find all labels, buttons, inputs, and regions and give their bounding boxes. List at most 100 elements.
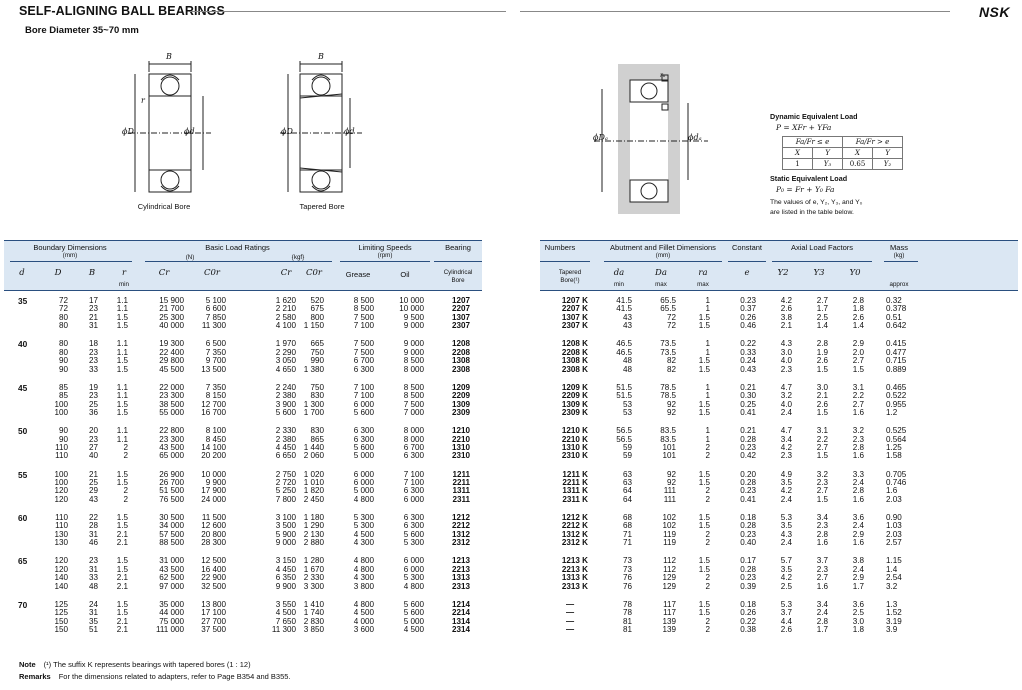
cell-D: 120 — [54, 494, 68, 504]
cell-r: 1.1 — [116, 296, 128, 305]
cell-Y3: 3.1 — [816, 426, 828, 436]
cell-grease-speed: 5 600 — [353, 443, 374, 452]
cell-B: 25 — [88, 399, 98, 409]
cell-tapered-number: 1307 K — [561, 312, 588, 322]
cell-C0r-kgf: 1 180 — [303, 513, 324, 522]
cell-da: 43 — [622, 321, 632, 331]
cell-da: 59 — [622, 443, 632, 452]
cell-ra: 1.5 — [698, 521, 710, 531]
cell-ra: 1 — [705, 296, 710, 305]
cell-grease-speed: 6 300 — [353, 364, 374, 374]
cell-tapered-number: 2213 K — [561, 564, 588, 574]
cell-Y3: 1.6 — [816, 581, 828, 591]
footnote: Note(¹) The suffix K represents bearings… — [19, 660, 251, 669]
cell-da: 81 — [622, 616, 632, 626]
cell-C0r-kgf: 2 830 — [303, 616, 324, 626]
cell-Y0: 2.9 — [852, 529, 864, 539]
cell-C0r-kgf: 750 — [310, 382, 324, 392]
cell-oil-speed: 6 300 — [403, 486, 424, 496]
cell-Y0: 1.8 — [852, 625, 864, 634]
group-rule — [728, 261, 766, 262]
cell-da: 53 — [622, 399, 632, 409]
cell-mass: 0.705 — [886, 469, 907, 479]
cell-da: 64 — [622, 494, 632, 504]
cell-B: 28 — [88, 521, 98, 531]
col-e: e — [744, 268, 750, 278]
cell-C0r: 5 100 — [205, 296, 226, 305]
cell-r: 1.5 — [116, 399, 128, 409]
cell-Da: 92 — [666, 408, 676, 417]
cell-e: 0.37 — [740, 304, 756, 314]
cell-da: 78 — [622, 599, 632, 609]
cell-tapered-number: 2309 K — [561, 408, 588, 417]
cell-D: 110 — [55, 443, 68, 452]
cell-D: 125 — [54, 608, 68, 618]
cell-Cr: 76 500 — [159, 494, 184, 504]
cell-Cr-kgf: 5 600 — [275, 408, 296, 417]
cell-C0r-kgf: 2 880 — [303, 538, 324, 548]
cell-r: 1.5 — [116, 478, 128, 487]
cell-grease-speed: 6 700 — [353, 356, 374, 366]
cell-Y2: 2.4 — [780, 408, 792, 417]
cell-Cr-kgf: 1 620 — [275, 296, 296, 305]
cell-r: 2.1 — [116, 538, 128, 548]
cell-Y2: 4.7 — [780, 426, 792, 436]
cell-grease-speed: 5 000 — [353, 451, 374, 461]
note-text: (¹) The suffix K represents bearings wit… — [43, 660, 251, 669]
cell-Cr-kgf: 2 750 — [275, 469, 296, 479]
cell-tapered-number: — — [565, 608, 575, 618]
x-header: X — [782, 147, 813, 159]
cell-da: 56.5 — [616, 434, 632, 444]
cell-Y3: 2.7 — [816, 443, 828, 452]
cell-oil-speed: 10 000 — [399, 296, 424, 305]
cell-Y0: 2.4 — [852, 564, 864, 574]
cell-oil-speed: 5 600 — [403, 599, 424, 609]
cell-Cr: 30 500 — [159, 513, 184, 522]
cell-e: 0.20 — [740, 469, 756, 479]
cell-C0r: 7 350 — [205, 382, 226, 392]
cell-tapered-number: 1308 K — [561, 356, 588, 366]
cell-bearing-number: 2209 — [451, 391, 470, 401]
constant-header: Constant — [731, 243, 763, 252]
cell-B: 23 — [88, 434, 98, 444]
mass-header: Mass — [890, 243, 908, 252]
cell-bearing-number: 1213 — [451, 556, 470, 566]
cell-ra: 1.5 — [698, 399, 710, 409]
cell-C0r: 13 800 — [201, 599, 226, 609]
group-rule — [145, 261, 332, 262]
cell-mass: 0.32 — [886, 296, 902, 305]
cell-Cr: 44 000 — [159, 608, 184, 618]
cell-grease-speed: 7 500 — [353, 339, 374, 349]
cell-B: 21 — [88, 469, 98, 479]
cell-bearing-number: 2312 — [451, 538, 470, 548]
cell-bearing-number: 1313 — [451, 573, 470, 583]
cell-grease-speed: 6 300 — [353, 426, 374, 436]
cell-r: 1.1 — [116, 304, 128, 314]
cell-D: 80 — [58, 321, 68, 331]
cell-mass: 0.378 — [886, 304, 907, 314]
cell-oil-speed: 6 000 — [403, 556, 424, 566]
cell-ra: 2 — [705, 573, 710, 583]
cell-r: 2 — [123, 451, 128, 461]
cell-da: 46.5 — [616, 347, 632, 357]
cell-da: 68 — [622, 513, 632, 522]
cell-D: 140 — [54, 573, 68, 583]
cell-B: 29 — [88, 486, 98, 496]
cell-Da: 78.5 — [660, 391, 676, 401]
cell-Y3: 2.7 — [816, 573, 828, 583]
cell-C0r-kgf: 1 670 — [303, 564, 324, 574]
cell-Cr-kgf: 2 290 — [275, 347, 296, 357]
cell-ra: 1.5 — [698, 356, 710, 366]
cell-Y2: 3.2 — [780, 391, 792, 401]
cell-ra: 1.5 — [698, 321, 710, 331]
cell-Cr: 22 800 — [159, 426, 184, 436]
cell-C0r: 11 500 — [201, 513, 226, 522]
cell-bearing-number: 1310 — [451, 443, 470, 452]
cell-Da: 119 — [663, 529, 676, 539]
cell-Y3: 3.2 — [816, 469, 828, 479]
cell-B: 24 — [88, 599, 98, 609]
cell-grease-speed: 7 100 — [353, 391, 374, 401]
cell-Y0: 2.2 — [852, 391, 864, 401]
cell-bearing-number: 1209 — [451, 382, 470, 392]
col-Da: Da — [655, 268, 667, 278]
